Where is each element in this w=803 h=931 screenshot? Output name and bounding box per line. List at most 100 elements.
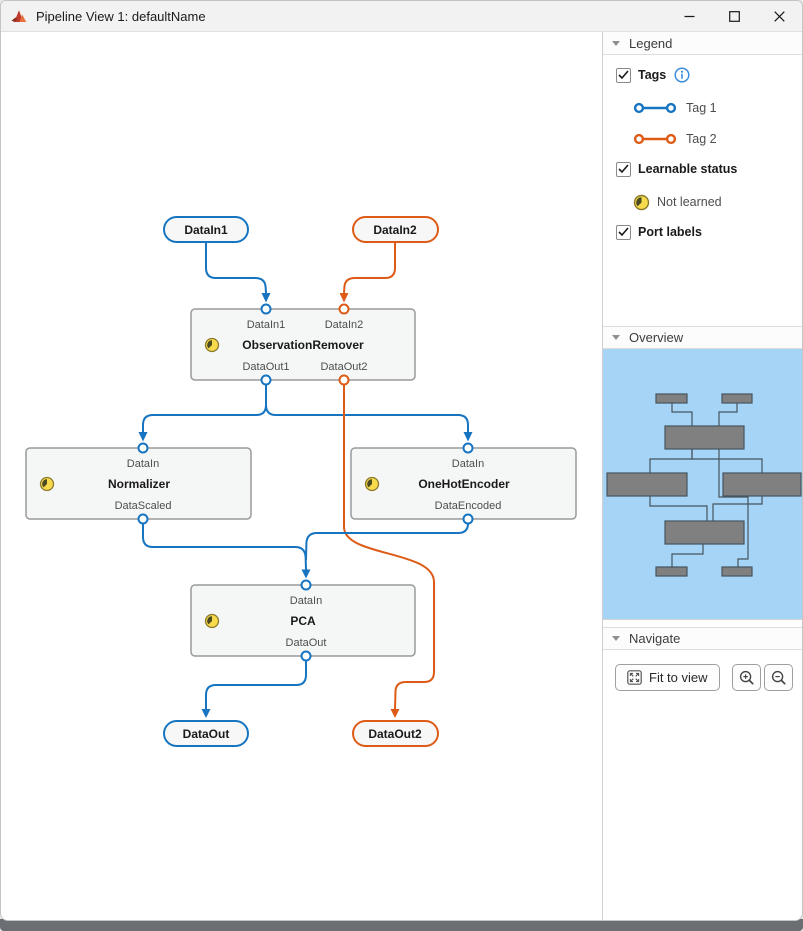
tag2-label: Tag 2 [686, 132, 717, 146]
block-title: PCA [290, 614, 316, 628]
sink-label: DataOut2 [368, 727, 422, 741]
window-title: Pipeline View 1: defaultName [36, 8, 206, 24]
app-body: DataIn1 DataIn2 DataIn1 DataIn2 [1, 32, 802, 920]
port-label: DataOut [286, 637, 327, 649]
collapse-caret-icon [612, 335, 620, 340]
port-circle[interactable] [338, 374, 350, 386]
navigate-header-label: Navigate [629, 631, 681, 646]
clock-not-learned-icon [633, 194, 650, 211]
edge-pca-to-dataout-sink[interactable] [201, 660, 307, 719]
clock-not-learned-icon [364, 476, 380, 492]
sink-node-dataout[interactable]: DataOut [163, 720, 249, 747]
block-title: OneHotEncoder [418, 477, 510, 491]
magnifier-minus-icon [771, 670, 787, 686]
port-labels-label: Port labels [638, 225, 702, 239]
port-label: DataIn1 [247, 319, 286, 331]
sidebar-filler [603, 691, 802, 920]
port-label: DataIn2 [325, 319, 364, 331]
legend-section-header[interactable]: Legend [603, 32, 802, 55]
minimap-blocks [606, 393, 802, 577]
clock-not-learned-icon [204, 337, 220, 353]
port-label: DataIn [290, 595, 322, 607]
clock-not-learned-icon [204, 613, 220, 629]
port-labels-checkbox[interactable] [616, 224, 631, 240]
port-circle[interactable] [462, 513, 474, 525]
titlebar: Pipeline View 1: defaultName [1, 1, 802, 32]
source-label: DataIn2 [373, 223, 417, 237]
not-learned-row: Not learned [633, 191, 802, 213]
minimap-edges [649, 403, 763, 567]
block-observationremover[interactable]: DataIn1 DataIn2 ObservationRemover DataO… [190, 308, 416, 381]
port-circle[interactable] [300, 579, 312, 591]
port-circle[interactable] [260, 303, 272, 315]
matlab-logo-icon [11, 8, 28, 24]
fit-to-view-icon [627, 670, 642, 685]
overview-section-header[interactable]: Overview [603, 326, 802, 349]
overview-header-label: Overview [629, 330, 684, 345]
source-node-datain2[interactable]: DataIn2 [352, 216, 439, 243]
not-learned-label: Not learned [657, 195, 722, 209]
legend-spacer [603, 256, 802, 326]
block-normalizer[interactable]: DataIn Normalizer DataScaled [25, 447, 252, 520]
navigate-content: Fit to view [603, 650, 802, 691]
block-pca[interactable]: DataIn PCA DataOut [190, 584, 416, 657]
legend-content: Tags [603, 55, 802, 256]
sidebar: Legend Tags [602, 32, 802, 920]
overview-gap [603, 620, 802, 627]
port-circle[interactable] [300, 650, 312, 662]
edge-dataout1-to-normalizer[interactable] [138, 384, 267, 442]
block-onehotencoder[interactable]: DataIn OneHotEncoder DataEncoded [350, 447, 577, 520]
edge-dataencoded-to-pca[interactable] [305, 523, 469, 561]
port-label: DataScaled [115, 500, 172, 512]
learnable-status-label: Learnable status [638, 162, 738, 176]
tags-row: Tags [616, 65, 802, 85]
tag1-row: Tag 1 [633, 97, 802, 119]
learnable-status-checkbox[interactable] [616, 161, 631, 177]
tags-checkbox[interactable] [616, 67, 631, 83]
legend-header-label: Legend [629, 35, 673, 51]
pipeline-canvas[interactable]: DataIn1 DataIn2 DataIn1 DataIn2 [1, 32, 602, 920]
info-icon[interactable] [674, 67, 690, 83]
port-label: DataIn [452, 458, 484, 470]
port-circle[interactable] [137, 513, 149, 525]
clock-not-learned-icon [39, 476, 55, 492]
port-circle[interactable] [137, 442, 149, 454]
close-button[interactable] [757, 1, 802, 31]
port-labels-row: Port labels [616, 222, 802, 242]
port-label: DataEncoded [435, 500, 502, 512]
minimize-button[interactable] [667, 1, 712, 31]
port-label: DataOut1 [242, 361, 289, 373]
edge-dataout1-to-onehotencoder[interactable] [265, 384, 473, 442]
collapse-caret-icon [612, 636, 620, 641]
fit-to-view-button[interactable]: Fit to view [615, 664, 720, 691]
port-label: DataIn [127, 458, 159, 470]
block-title: Normalizer [108, 477, 170, 491]
edge-datain2-to-observationremover[interactable] [339, 242, 396, 303]
sink-label: DataOut [183, 727, 230, 741]
window-controls [667, 1, 802, 31]
port-circle[interactable] [462, 442, 474, 454]
zoom-in-button[interactable] [732, 664, 761, 691]
port-circle[interactable] [260, 374, 272, 386]
edge-datascaled-to-pca[interactable] [142, 523, 311, 579]
source-label: DataIn1 [184, 223, 228, 237]
edge-datain1-to-observationremover[interactable] [205, 242, 271, 303]
tags-label: Tags [638, 68, 667, 82]
port-circle[interactable] [338, 303, 350, 315]
zoom-buttons [732, 664, 793, 691]
navigate-section-header[interactable]: Navigate [603, 627, 802, 650]
maximize-button[interactable] [712, 1, 757, 31]
tag2-edge-swatch-icon [633, 132, 677, 146]
fit-to-view-label: Fit to view [649, 670, 708, 685]
sink-node-dataout2[interactable]: DataOut2 [352, 720, 439, 747]
learnable-status-row: Learnable status [616, 159, 802, 179]
zoom-out-button[interactable] [764, 664, 793, 691]
port-label: DataOut2 [320, 361, 367, 373]
tag1-edge-swatch-icon [633, 101, 677, 115]
edge-dataout2-to-dataout2-sink[interactable] [343, 384, 435, 719]
source-node-datain1[interactable]: DataIn1 [163, 216, 249, 243]
overview-minimap[interactable] [603, 349, 802, 620]
tag2-row: Tag 2 [633, 128, 802, 150]
